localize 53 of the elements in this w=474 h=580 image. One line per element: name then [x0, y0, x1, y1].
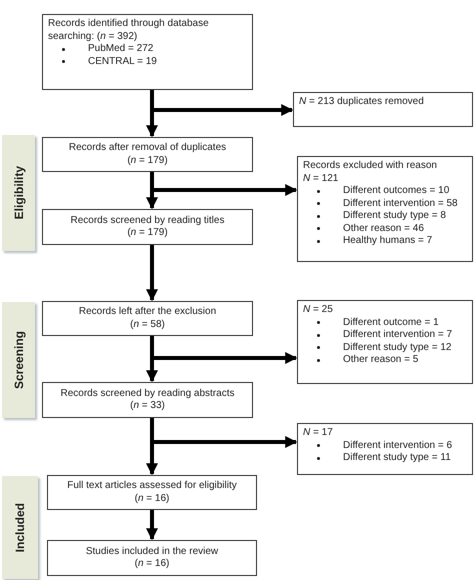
bullet-item: Other reason = 46: [343, 222, 424, 235]
flow-arrow: [150, 172, 298, 196]
flow-arrow: [146, 510, 158, 540]
flow-arrow: [150, 418, 298, 448]
process-box: [47, 475, 257, 510]
box-text: N = 213 duplicates removed: [299, 96, 424, 108]
box-text: N = 121: [303, 172, 338, 185]
process-box: [42, 382, 253, 418]
bullet-item: Different outcomes = 10: [343, 185, 450, 198]
bullet-item: Different intervention = 58: [343, 198, 458, 210]
stage-band: [2, 476, 38, 579]
stage-band: [2, 135, 35, 251]
box-text: Studies included in the review: [86, 546, 218, 558]
box-text: (n = 58): [130, 318, 165, 331]
box-text: Full text articles assessed for eligibility: [67, 480, 237, 492]
stage-label: Eligibility: [12, 166, 26, 220]
box-text: Records left after the exclusion: [78, 306, 216, 318]
process-box: [42, 137, 253, 172]
bullet-item: CENTRAL = 19: [88, 56, 157, 68]
exclusion-box: [297, 423, 473, 475]
stage-label: Screening: [12, 330, 26, 390]
box-text: Records identified through database searching: (n = 392): [48, 18, 210, 43]
flow-arrow: [146, 245, 158, 302]
process-box: [42, 301, 253, 336]
box-text: (n = 179): [127, 227, 168, 240]
box-text: N = 17: [303, 427, 333, 440]
box-text: (n = 16): [134, 492, 170, 505]
exclusion-box: [297, 300, 473, 384]
flow-arrow: [150, 336, 298, 364]
bullet-item: Other reason = 5: [343, 354, 418, 366]
bullet-item: Different intervention = 6: [343, 440, 452, 452]
box-text: N = 25: [303, 304, 333, 316]
box-text: (n = 16): [134, 558, 170, 570]
bullet-item: PubMed = 272: [88, 43, 154, 56]
box-text: Records after removal of duplicates: [68, 142, 226, 154]
box-text: Records screened by reading titles: [70, 214, 224, 227]
box-text: Records screened by reading abstracts: [60, 388, 234, 400]
bullet-item: Different intervention = 7: [343, 329, 452, 342]
stage-band: [2, 302, 35, 418]
stage-label: Included: [13, 502, 27, 552]
process-box: [42, 14, 253, 90]
bullet-item: Different study type = 11: [343, 452, 451, 464]
box-text: (n = 33): [130, 400, 165, 412]
box-text: Records excluded with reason: [303, 160, 437, 172]
bullet-item: Healthy humans = 7: [343, 235, 432, 248]
bullet-item: Different outcome = 1: [343, 316, 439, 329]
process-box: [47, 540, 257, 576]
process-box: [42, 209, 253, 245]
exclusion-box: [297, 156, 473, 262]
bullet-item: Different study type = 12: [343, 342, 452, 354]
bullet-item: Different study type = 8: [343, 210, 446, 222]
exclusion-box: [293, 92, 473, 127]
box-text: (n = 179): [127, 154, 168, 167]
